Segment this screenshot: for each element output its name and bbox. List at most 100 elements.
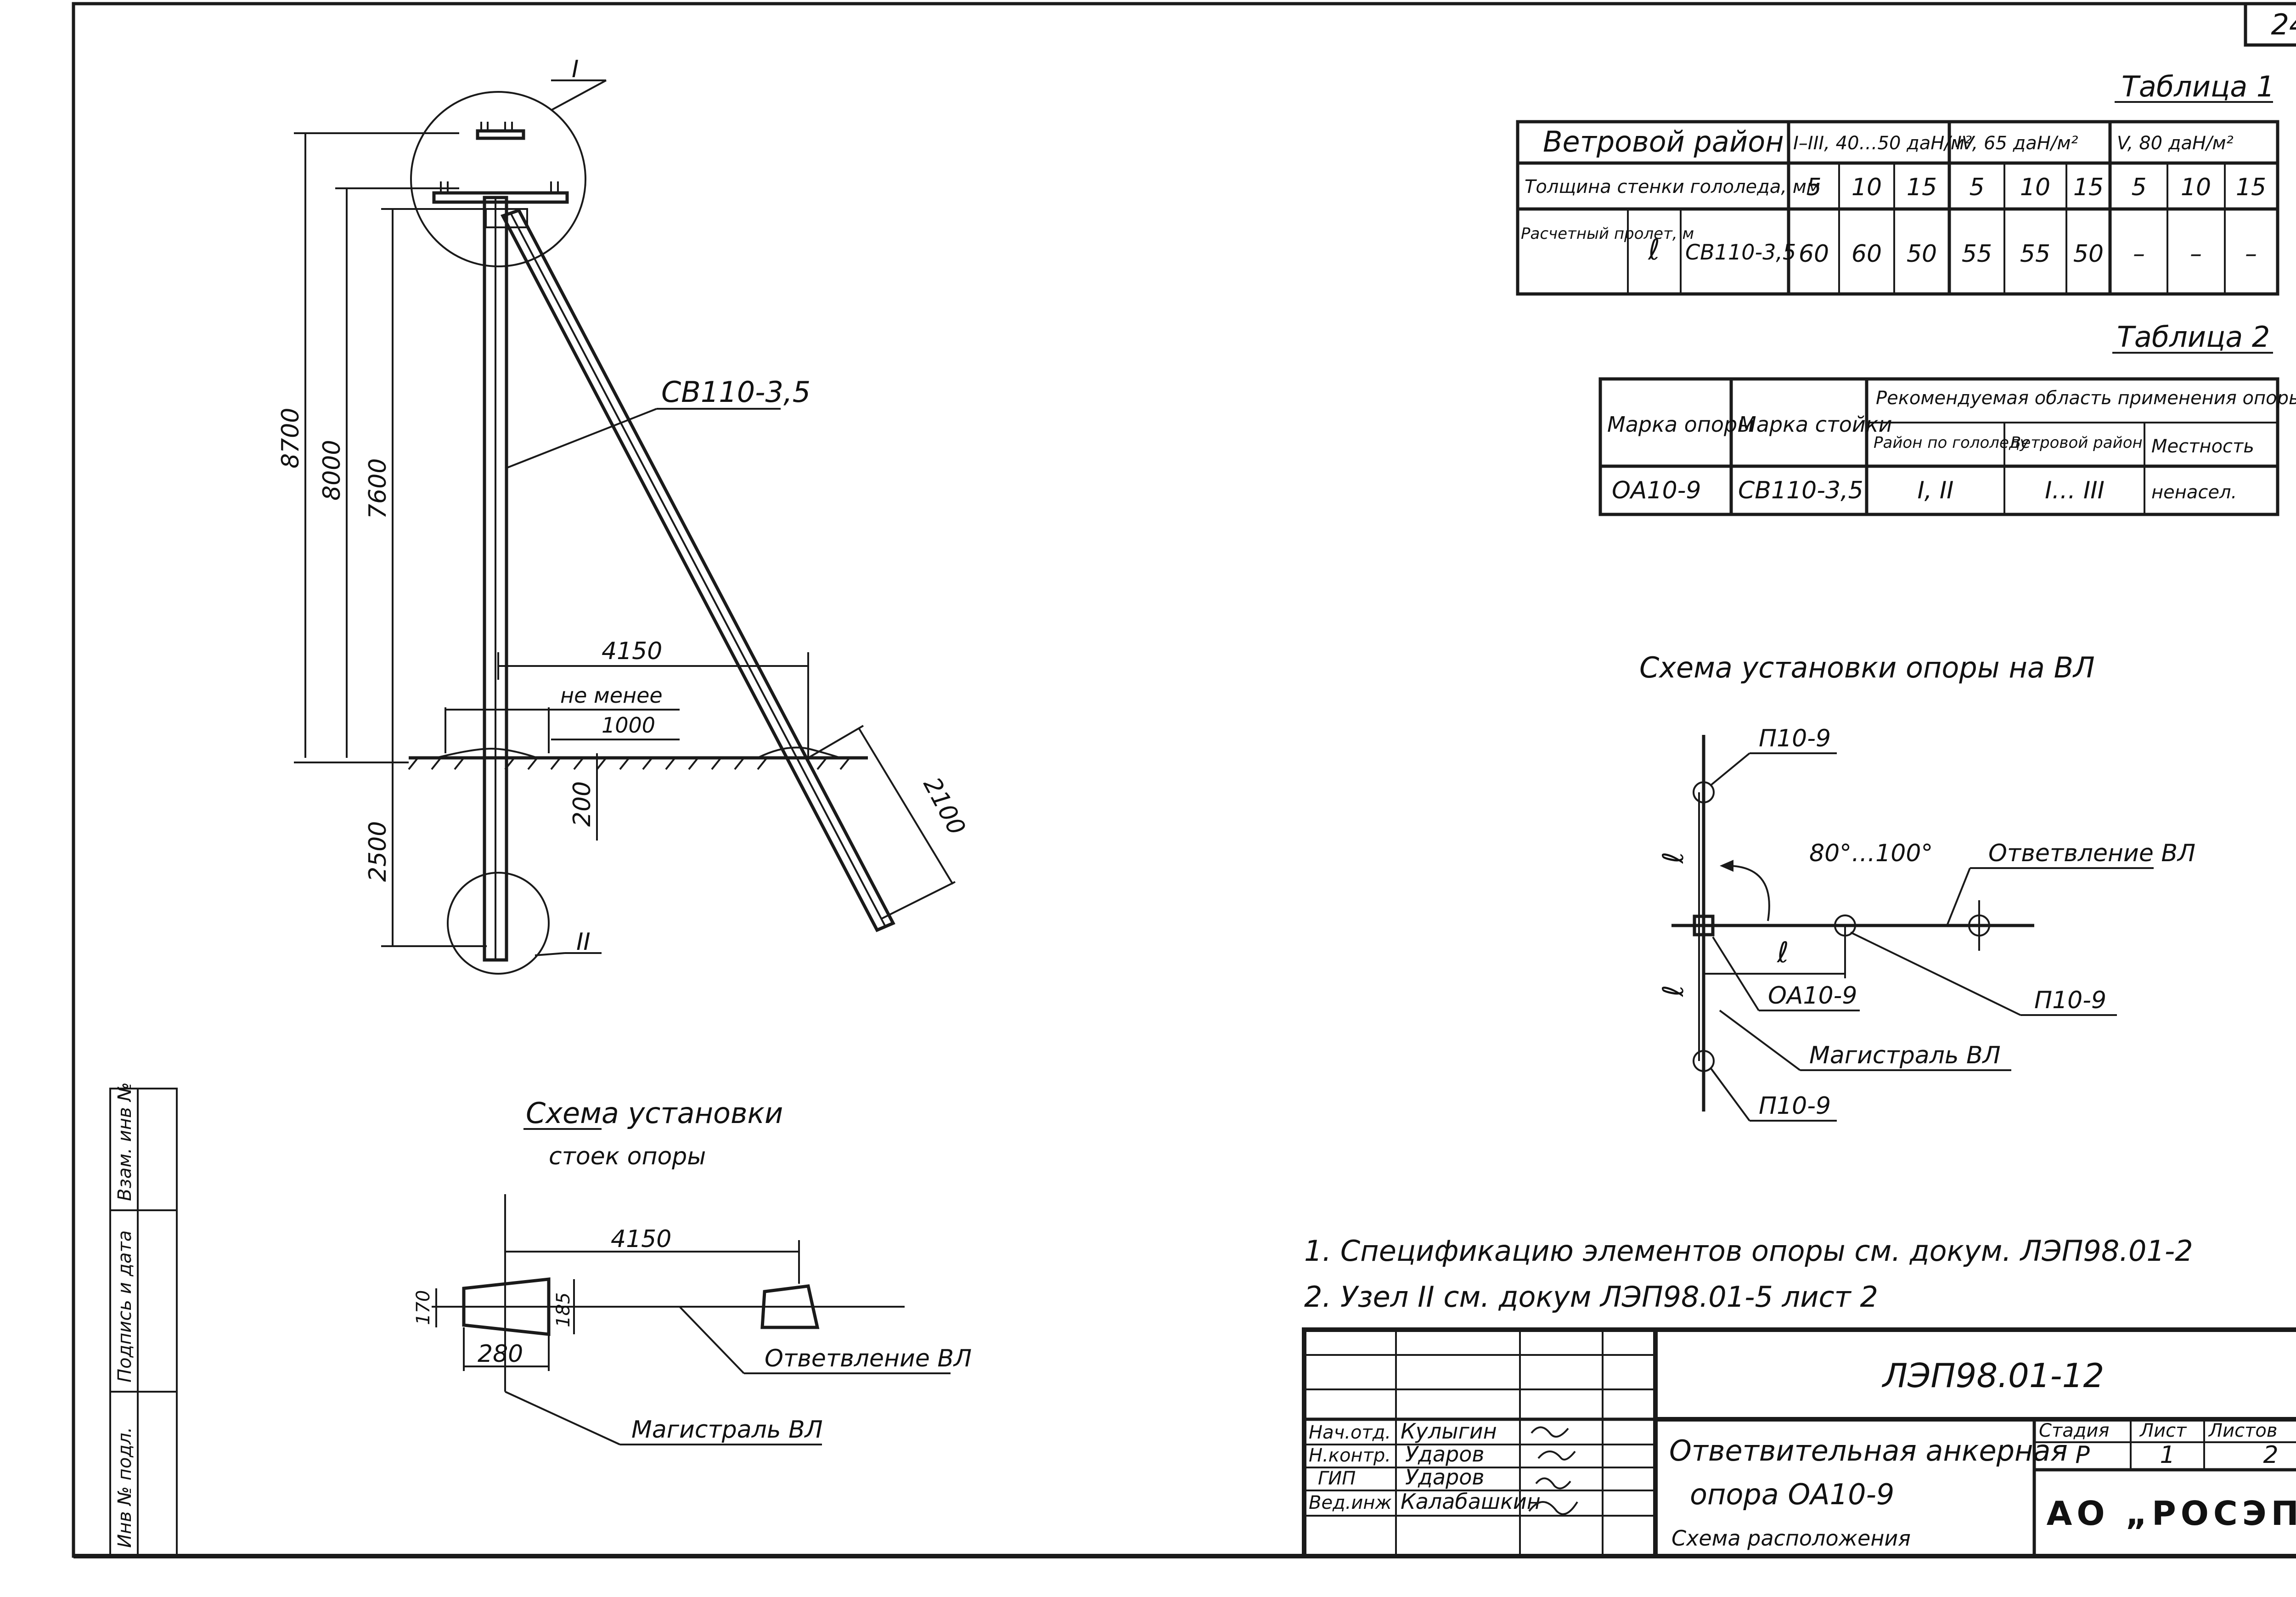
- table2-col-recommended: Рекомендуемая область применения опоры: [1876, 388, 2296, 409]
- table1-wind-group-1: I–III, 40…50 даН/м²: [1793, 133, 1972, 154]
- table1-span-cell: 55: [1962, 240, 1992, 268]
- table1-header-label: Ветровой район: [1543, 125, 1784, 158]
- posts-dim-4150: 4150: [611, 1225, 671, 1253]
- posts-dim-170: 170: [413, 1290, 434, 1325]
- sheet-value: 1: [2160, 1441, 2175, 1469]
- title-block: Нач.отд. Н.контр. ГИП Вед.инж Кулыгин Уд…: [1302, 1327, 2296, 1558]
- table1-span-row-label: Расчетный пролет, м: [1521, 225, 1694, 243]
- support-label: ОА10-9: [1768, 982, 1857, 1010]
- title-line-1: Ответвительная анкерная: [1669, 1434, 2068, 1467]
- name-4: Калабашкин: [1401, 1489, 1541, 1514]
- pole-label: СВ110-3,5: [661, 375, 810, 409]
- node-bottom-label: II: [576, 928, 591, 956]
- table1-span-values: 60 60 50 55 55 50 – – –: [1799, 240, 2257, 268]
- line-installation-scheme: Схема установки опоры на ВЛ ℓ ℓ ℓ 80°…10…: [1639, 651, 2195, 1122]
- table1-ice-cell: 10: [1851, 174, 1882, 201]
- table1-wind-group-2: IV, 65 даН/м²: [1956, 133, 2078, 154]
- table1-span-cell: 50: [2073, 240, 2104, 268]
- dim-200: 200: [568, 781, 596, 827]
- p-right-label: П10-9: [2034, 987, 2106, 1014]
- posts-dim-185: 185: [553, 1292, 574, 1327]
- table2-cell-post: СВ110-3,5: [1738, 477, 1863, 504]
- role-3: ГИП: [1318, 1468, 1356, 1489]
- table2-col-support: Марка опоры: [1607, 412, 1754, 437]
- table1-span-cell: 50: [1907, 240, 1937, 268]
- posts-branch-label: Ответвление ВЛ: [765, 1345, 972, 1372]
- branch-label: Ответвление ВЛ: [1988, 840, 2195, 867]
- table1-span-cell: –: [2245, 240, 2257, 268]
- table1-span-cell: 60: [1799, 240, 1829, 268]
- table1-ice-cell: 5: [2131, 174, 2146, 201]
- table1-span-cell: –: [2190, 240, 2202, 268]
- table-1: Таблица 1 Ветровой район I–III, 40…50 да…: [1516, 70, 2279, 296]
- table1-span-cell: 60: [1851, 240, 1882, 268]
- dim-not-less-2: 1000: [602, 713, 655, 738]
- table2-cell-wind: I… III: [2045, 477, 2105, 504]
- table1-span-symbol: ℓ: [1648, 233, 1660, 266]
- dim-4150: 4150: [602, 638, 662, 665]
- table1-ice-cell: 10: [2020, 174, 2050, 201]
- title-line-3: Схема расположения: [1671, 1526, 1911, 1551]
- organization: АО „РОСЭП": [2047, 1494, 2296, 1533]
- dim-2100: 2100: [918, 773, 971, 840]
- angle-label: 80°…100°: [1809, 840, 1933, 867]
- name-1: Кулыгин: [1401, 1419, 1497, 1444]
- role-4: Вед.инж: [1309, 1492, 1392, 1513]
- table1-ice-row-label: Толщина стенки гололеда, мм: [1525, 176, 1820, 198]
- elevation-view: I II СВ110-3,5 8700 8000 7600 2500: [277, 56, 971, 975]
- table1-span-pole: СВ110-3,5: [1685, 240, 1796, 265]
- sheet-frame: 24: [72, 2, 2296, 1558]
- table2-col-area: Местность: [2151, 436, 2254, 457]
- table2-col-ice: Район по гололеду: [1874, 434, 2029, 452]
- side-stamp-replace: Взам. инв №: [114, 1082, 135, 1201]
- sheets-label: Листов: [2208, 1420, 2277, 1441]
- table-2: Таблица 2 Марка опоры Марка стойки Реком…: [1598, 320, 2296, 516]
- title-line-2: опора ОА10-9: [1690, 1478, 1894, 1511]
- table1-wind-group-3: V, 80 даН/м²: [2117, 133, 2234, 154]
- table1-ice-cell: 15: [2073, 174, 2104, 201]
- side-stamp: Инв № подл. Подпись и дата Взам. инв №: [109, 1082, 178, 1557]
- posts-title-2: стоек опоры: [549, 1143, 706, 1170]
- notes: 1. Спецификацию элементов опоры см. доку…: [1304, 1234, 2193, 1314]
- span-bottom: ℓ: [1656, 985, 1690, 997]
- table1-span-cell: –: [2133, 240, 2145, 268]
- span-right: ℓ: [1777, 936, 1789, 969]
- main-line-label: Магистраль ВЛ: [1809, 1042, 2001, 1069]
- posts-title-1: Схема установки: [526, 1096, 783, 1130]
- table2-col-wind: Ветровой район: [2010, 434, 2143, 452]
- posts-main-line-label: Магистраль ВЛ: [631, 1416, 823, 1444]
- table1-caption: Таблица 1: [2122, 70, 2274, 103]
- table1-ice-values: 5 10 15 5 10 15 5 10 15: [1806, 174, 2266, 201]
- stage-value: Р: [2075, 1441, 2090, 1469]
- dim-7600: 7600: [364, 458, 392, 519]
- line-scheme-title: Схема установки опоры на ВЛ: [1639, 651, 2095, 684]
- table2-cell-ice: I, II: [1917, 477, 1953, 504]
- dim-8700: 8700: [277, 408, 304, 468]
- table1-ice-cell: 15: [1907, 174, 1937, 201]
- table1-ice-cell: 5: [1969, 174, 1984, 201]
- table1-span-cell: 55: [2020, 240, 2050, 268]
- posts-installation-scheme: Схема установки стоек опоры 4150 170 185…: [413, 1096, 972, 1445]
- name-3: Ударов: [1405, 1465, 1484, 1490]
- sheet-number: 24: [2271, 8, 2296, 41]
- table2-cell-area: ненасел.: [2151, 482, 2237, 503]
- posts-dim-280: 280: [478, 1340, 523, 1368]
- dim-8000: 8000: [318, 440, 346, 501]
- table1-ice-cell: 5: [1806, 174, 1821, 201]
- table1-ice-cell: 15: [2236, 174, 2266, 201]
- note-2: 2. Узел II см. докум ЛЭП98.01-5 лист 2: [1304, 1280, 1878, 1314]
- table2-col-post: Марка стойки: [1738, 412, 1892, 437]
- side-stamp-sign: Подпись и дата: [114, 1230, 135, 1383]
- p-bottom-label: П10-9: [1759, 1092, 1831, 1120]
- sheets-value: 2: [2263, 1441, 2278, 1469]
- span-top: ℓ: [1656, 852, 1690, 864]
- table2-cell-support: ОА10-9: [1612, 477, 1701, 504]
- node-top-label: I: [572, 56, 579, 83]
- table1-ice-cell: 10: [2181, 174, 2211, 201]
- role-1: Нач.отд.: [1309, 1422, 1391, 1443]
- note-1: 1. Спецификацию элементов опоры см. доку…: [1304, 1234, 2193, 1268]
- dim-not-less-1: не менее: [560, 683, 663, 708]
- dim-2500: 2500: [364, 821, 392, 882]
- name-2: Ударов: [1405, 1442, 1484, 1467]
